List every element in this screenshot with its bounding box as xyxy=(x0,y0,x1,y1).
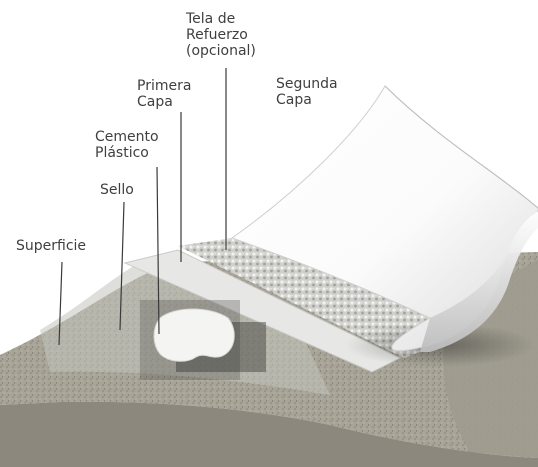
label-primera-capa: Primera Capa xyxy=(137,78,192,110)
second-layer-underside xyxy=(420,212,538,352)
label-tela-de-refuerzo: Tela de Refuerzo (opcional) xyxy=(186,11,256,59)
label-segunda-capa: Segunda Capa xyxy=(276,76,338,108)
leader-cemento xyxy=(156,166,160,335)
second-layer-edge xyxy=(384,85,538,209)
label-superficie: Superficie xyxy=(16,238,87,254)
plastic-cement-blob xyxy=(153,308,235,362)
reinforcement-mesh xyxy=(178,238,430,358)
label-cemento-plastico: Cemento Plástico xyxy=(95,129,159,161)
label-sello: Sello xyxy=(100,182,134,198)
substrate-bottom-edge xyxy=(0,401,538,467)
leader-superficie xyxy=(58,261,63,346)
leader-sello xyxy=(119,201,125,331)
